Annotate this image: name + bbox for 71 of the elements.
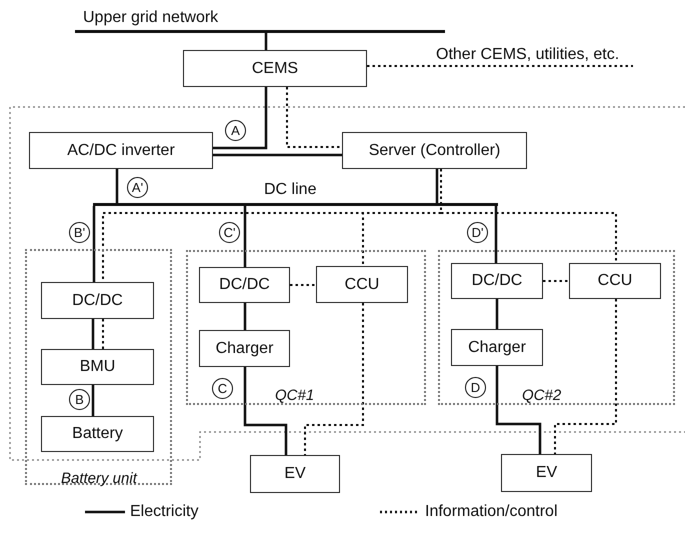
control-line [554,299,617,454]
box-label: DC/DC [219,276,270,294]
circled-letter: D [465,377,486,398]
process-box [250,455,340,493]
group-label: QC#2 [522,388,562,404]
process-box [451,329,543,366]
process-box [29,132,213,169]
power-line [494,206,498,263]
box-label: AC/DC inverter [67,142,175,160]
circled-letter: B' [69,222,90,243]
power-line [92,206,96,282]
process-box [316,266,408,303]
power-line [92,319,94,349]
process-box [199,330,290,367]
control-line [367,64,633,67]
power-line [496,366,542,454]
circled-letter: C' [219,222,240,243]
process-box [41,416,154,452]
process-box [41,349,154,385]
circled-letter: B [69,389,90,410]
box-label: Battery [72,425,123,443]
process-box [501,454,592,492]
box-label: BMU [80,358,116,376]
box-label: DC/DC [72,292,123,310]
control-line [440,169,617,263]
group-boundary [438,250,675,405]
box-label: EV [284,465,306,483]
group-label: Battery unit [61,471,137,488]
control-line [286,87,342,148]
power-line [244,303,246,330]
process-box [199,267,290,303]
box-label: Server (Controller) [368,142,500,160]
control-line [304,303,364,455]
group-label: QC#1 [275,388,314,404]
power-line [213,87,268,150]
power-line [496,299,498,329]
power-line [213,154,342,156]
power-line [244,206,246,267]
control-line [543,280,569,282]
process-box [183,50,367,87]
process-box [342,132,527,169]
circled-letter: D' [467,222,488,243]
process-box [451,263,543,299]
process-box [41,282,154,319]
line-label: Upper grid network [83,8,218,28]
grid-line [75,30,445,33]
group-boundary [186,250,426,405]
line-label: DC line [264,180,316,200]
legend-label: Information/control [425,503,558,521]
power-line [244,367,288,455]
circled-letter: A [225,120,246,141]
power-line [92,385,94,416]
power-line [116,169,118,203]
box-label: DC/DC [472,272,522,290]
circled-letter: A' [127,177,148,198]
power-line [264,33,268,50]
legend-label: Electricity [130,503,198,521]
control-line [102,319,104,349]
control-line [290,284,316,286]
node-text: Other CEMS, utilities, etc. [436,45,656,65]
box-label: CEMS [252,60,298,78]
box-label: Charger [216,340,274,358]
box-label: CCU [598,272,632,290]
process-box [569,263,661,299]
dc-bus-line [93,203,498,206]
box-label: CCU [344,276,380,294]
box-label: EV [536,464,558,482]
box-label: Charger [468,338,526,356]
circled-letter: C [212,378,233,399]
group-boundary [25,249,172,485]
power-line [436,169,438,203]
